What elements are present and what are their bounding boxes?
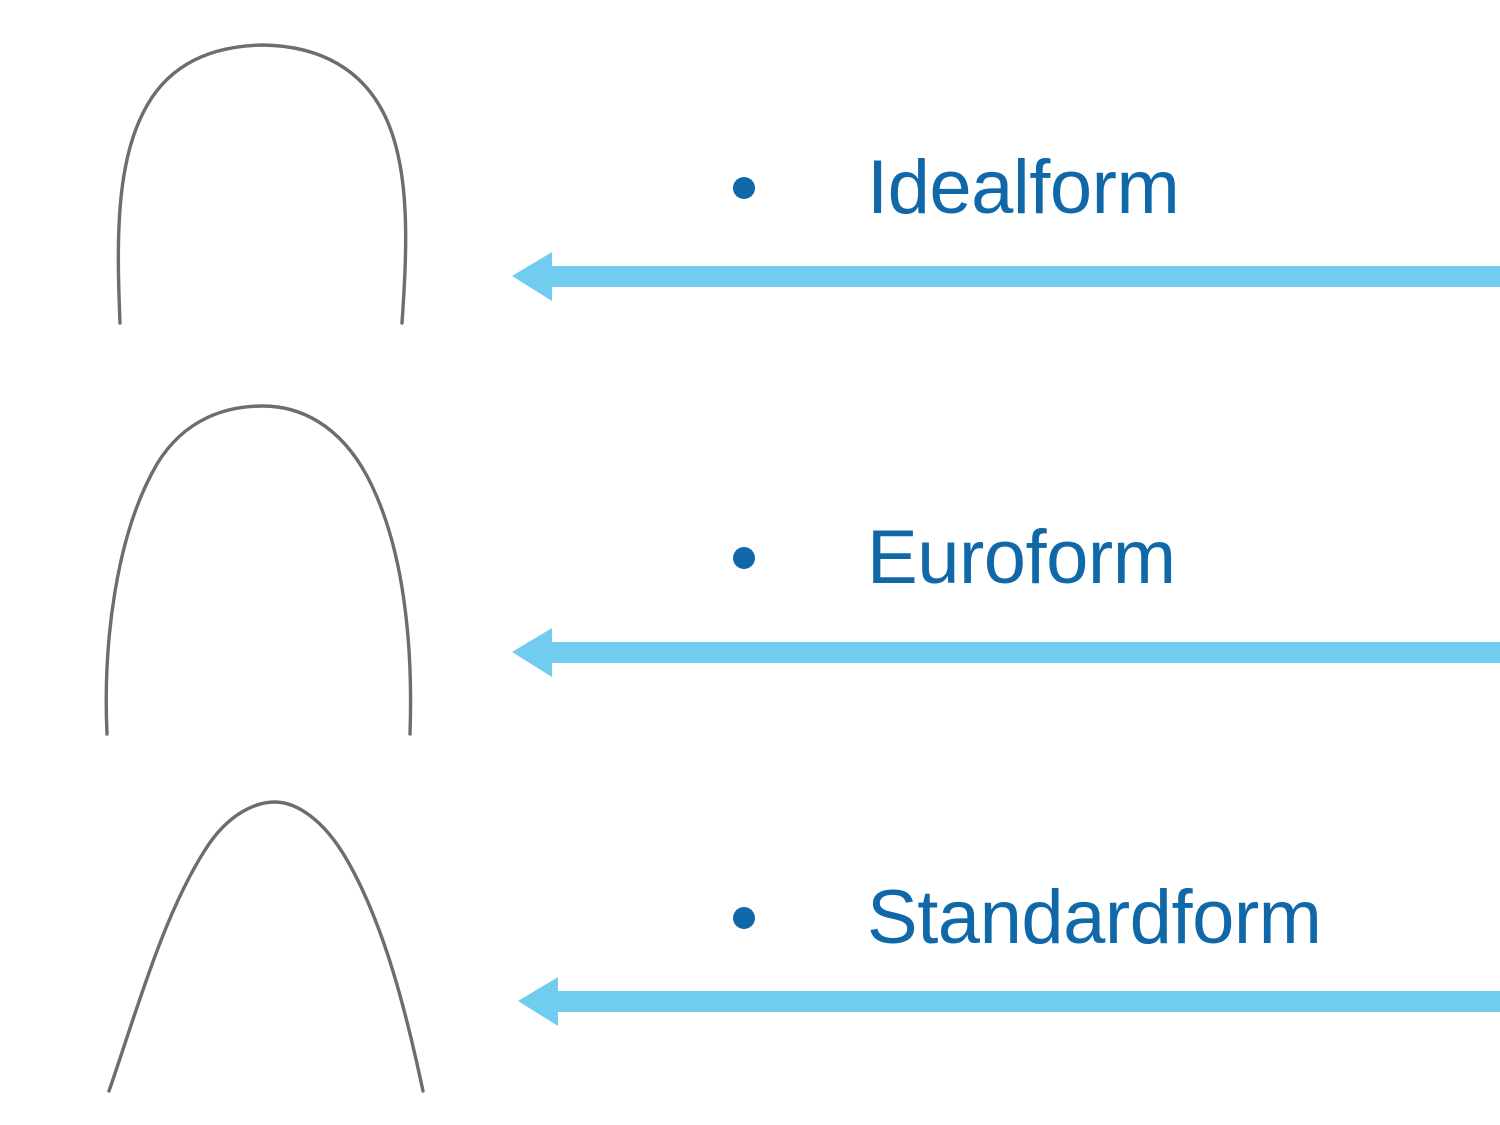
left-arrow-icon (518, 977, 1500, 1026)
bullet-dot-icon (733, 907, 755, 929)
bullet-label-standardform: Standardform (867, 875, 1322, 960)
arrow-euroform-drawing (512, 628, 1500, 677)
archwire-euroform-path (104, 404, 413, 736)
archwire-euroform-figure (85, 396, 435, 746)
bullet-dot-icon (733, 547, 755, 569)
left-arrow-icon (512, 252, 1500, 301)
bullet-line-euroform: Euroform (733, 520, 1176, 596)
archwire-idealform-path (116, 43, 408, 325)
arrow-euroform (0, 622, 1500, 682)
archwire-idealform-drawing (116, 43, 408, 325)
archwire-standardform-figure (85, 788, 440, 1103)
arrow-standardform (0, 970, 1500, 1030)
bullet-label-euroform: Euroform (867, 515, 1176, 600)
archwire-idealform-figure (95, 18, 435, 338)
left-arrow-icon (512, 628, 1500, 677)
arrow-idealform-drawing (512, 252, 1500, 301)
archwire-euroform-drawing (104, 404, 413, 736)
arrow-standardform-drawing (518, 977, 1500, 1026)
bullet-label-idealform: Idealform (867, 145, 1180, 230)
bullet-line-standardform: Standardform (733, 875, 1322, 960)
bullet-line-idealform: Idealform (733, 145, 1180, 230)
arrow-idealform (0, 246, 1500, 306)
archwire-standardform-path (107, 800, 425, 1093)
archwire-standardform-drawing (107, 800, 425, 1093)
bullet-dot-icon (733, 177, 755, 199)
